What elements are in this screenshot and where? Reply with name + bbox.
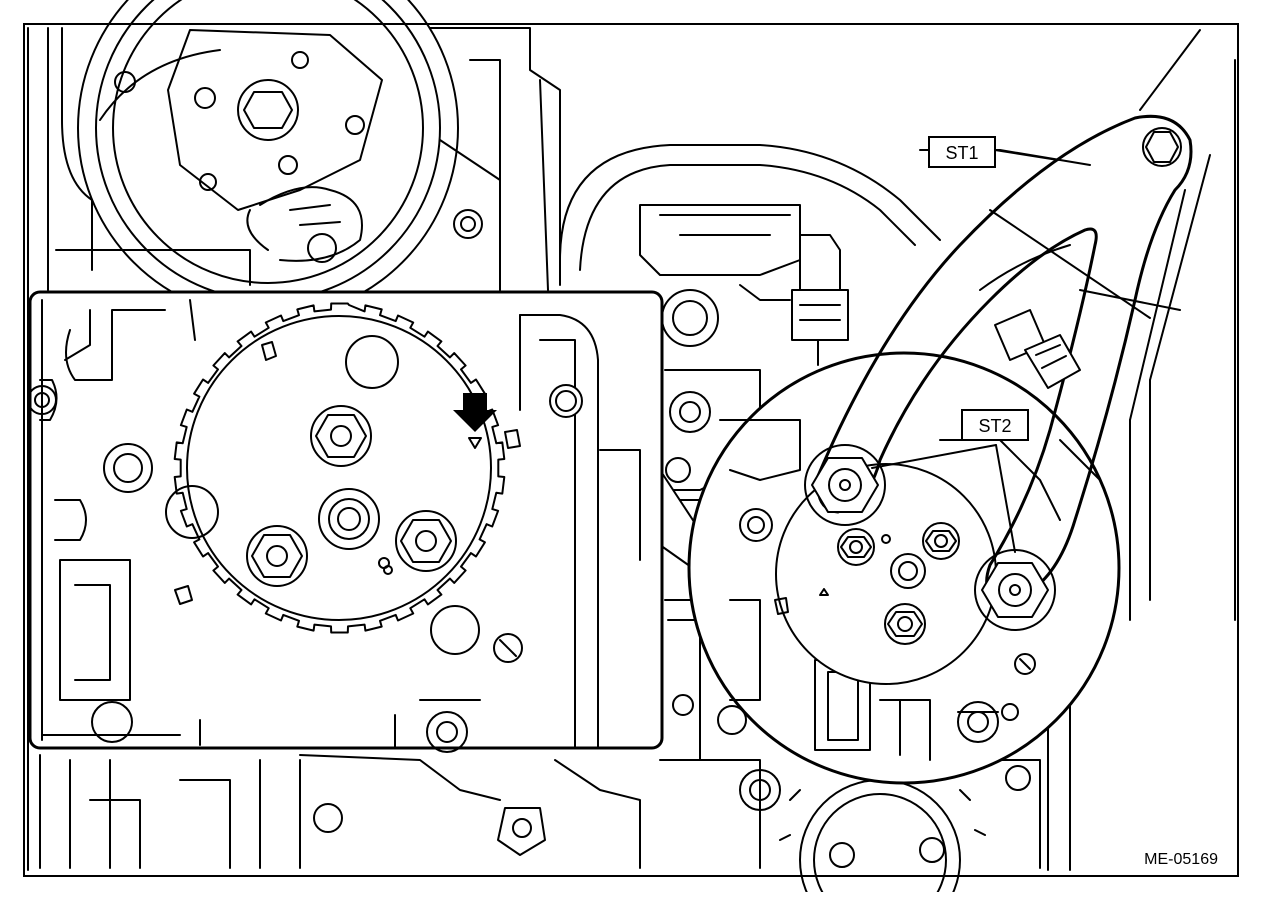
magnified-detail-view (687, 29, 1211, 785)
callout-st1: ST1 (928, 136, 996, 168)
st2-pin-upper (804, 444, 886, 526)
callout-st2-text: ST2 (978, 416, 1011, 436)
st2-pin-lower (974, 549, 1056, 631)
callout-st2: ST2 (961, 409, 1029, 441)
figure-frame (23, 23, 1239, 877)
timing-mark-icon (468, 437, 482, 449)
inset-detail-view (27, 290, 753, 753)
down-arrow-icon (453, 393, 497, 432)
figure-id-code: ME-05169 (1144, 851, 1218, 868)
callout-st1-text: ST1 (945, 143, 978, 163)
callout-leaders (871, 149, 1059, 553)
